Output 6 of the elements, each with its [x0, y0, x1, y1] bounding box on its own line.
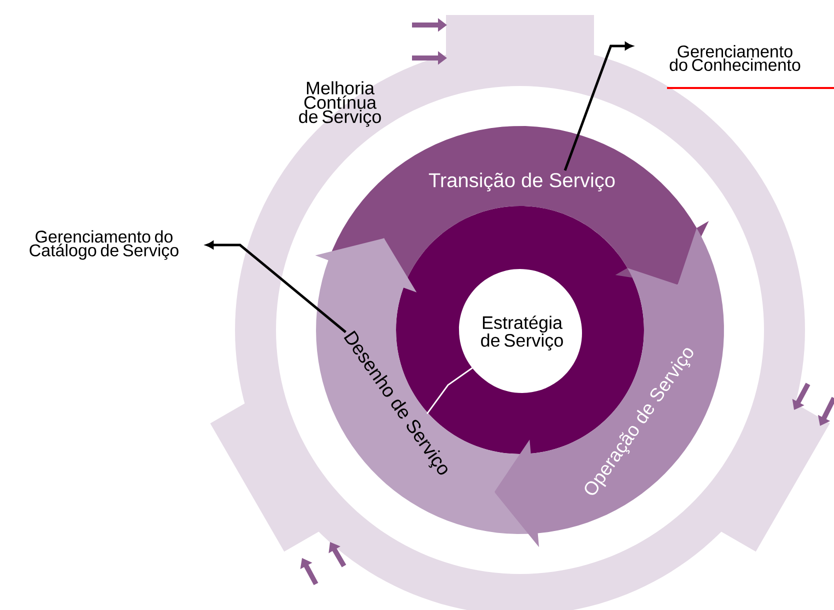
note-text: Gerenciamento do Catálogo de Serviço: [30, 230, 178, 260]
arrow: [564, 42, 633, 171]
note-text: Gerenciamento do Conhecimento: [670, 45, 800, 71]
ring-label: Melhoria Contínua de Serviço: [299, 81, 381, 127]
arrow-segment: Transição de Serviço: [328, 126, 709, 288]
arrow: [206, 241, 346, 334]
